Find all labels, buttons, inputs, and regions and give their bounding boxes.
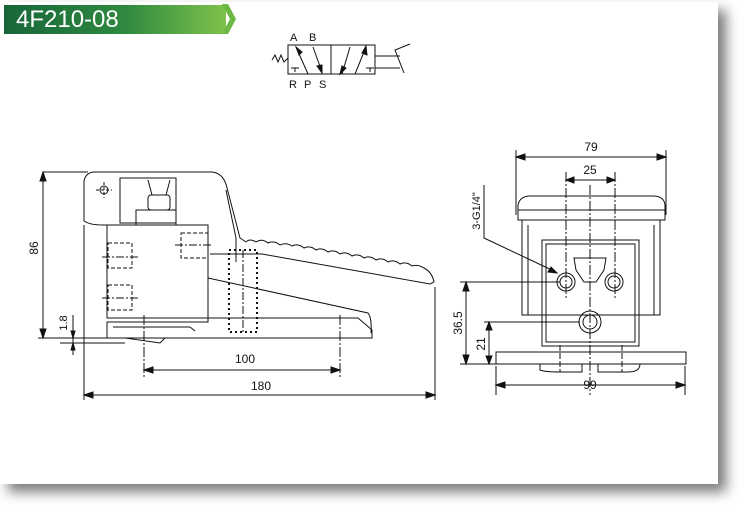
dim-width-base-label: 99 — [583, 378, 597, 392]
port-b-label: B — [309, 32, 316, 44]
port-s-label: S — [319, 79, 326, 91]
port-p-label: P — [304, 79, 311, 91]
dim-height-label: 86 — [27, 241, 41, 255]
model-title: 4F210-08 — [16, 6, 119, 33]
drawing-card — [0, 2, 718, 484]
valve-symbol: A B R P S — [271, 32, 411, 91]
dim-width-top-label: 79 — [584, 140, 598, 154]
dim-p-height-label: 21 — [474, 337, 488, 351]
port-r-label: R — [289, 79, 297, 91]
chevron-right-icon — [222, 4, 236, 34]
side-view: 86 1.8 100 180 — [27, 170, 437, 400]
port-a-label: A — [290, 32, 298, 44]
port-spec-label: 3-G1/4" — [471, 192, 483, 230]
dim-base-label: 1.8 — [58, 315, 70, 330]
front-view: 79 25 3-G1/4" 36.5 21 99 — [451, 140, 687, 395]
dim-mount-label: 100 — [235, 352, 255, 366]
title-banner: 4F210-08 — [4, 5, 226, 34]
dim-port-height-label: 36.5 — [451, 311, 465, 335]
dim-length-label: 180 — [251, 379, 271, 393]
dim-port-pitch-label: 25 — [583, 163, 597, 177]
